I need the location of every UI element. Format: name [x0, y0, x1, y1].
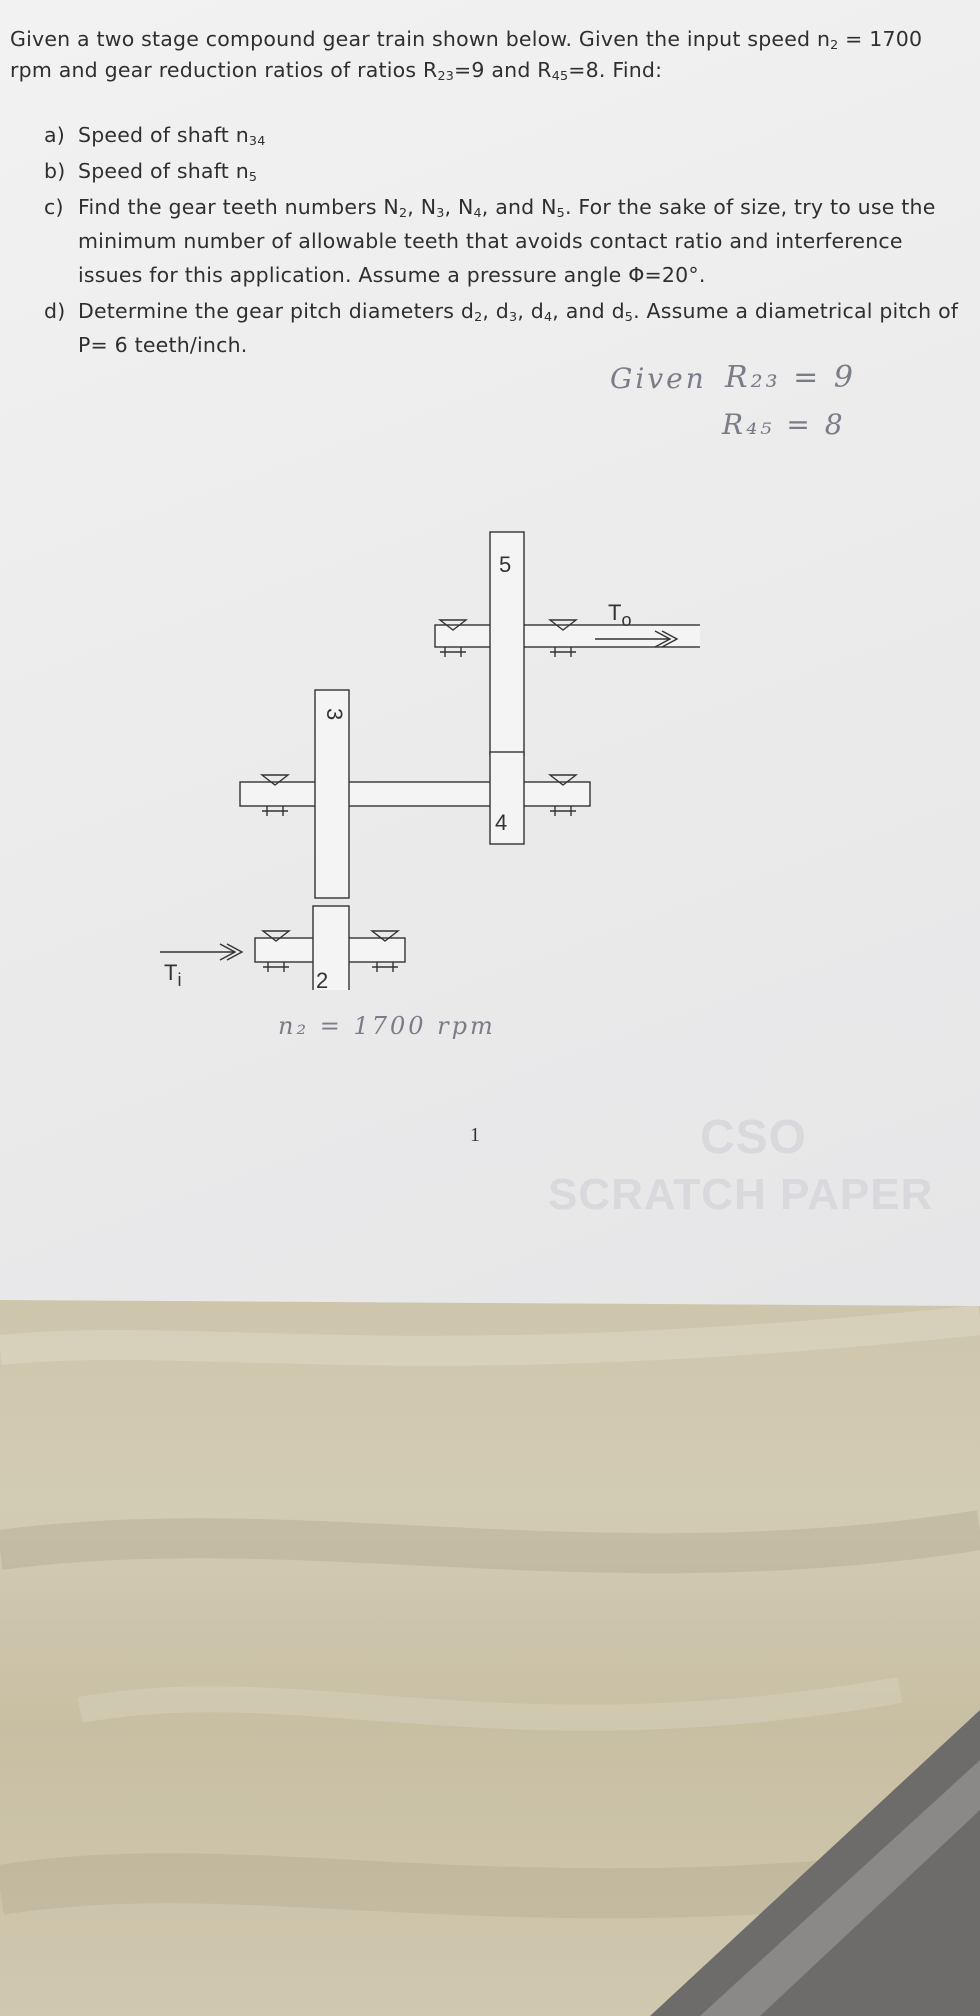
part-sub: 3	[436, 205, 445, 221]
part-text: Speed of shaft n	[78, 159, 249, 183]
gear-label-3: 3	[322, 708, 347, 720]
intro-sub-n2: 2	[830, 37, 839, 53]
bearing-icon	[369, 930, 401, 972]
part-sub: 5	[624, 309, 634, 325]
handwritten-given: Given	[610, 362, 707, 395]
part-sub: 4	[473, 205, 482, 221]
intro-text-4: =8. Find:	[568, 58, 663, 82]
part-text: . For the sake of size, try to use the m…	[78, 195, 936, 287]
question-part-b: b) Speed of shaft n5	[44, 154, 964, 188]
page-number: 1	[470, 1124, 480, 1146]
part-marker: d)	[44, 299, 66, 323]
gear-label-5: 5	[499, 552, 511, 577]
handwritten-r45: R₄₅ = 8	[722, 408, 846, 441]
question-parts-list: a) Speed of shaft n34 b) Speed of shaft …	[44, 118, 964, 364]
handwritten-n2-speed: n₂ = 1700 rpm	[278, 1012, 496, 1040]
part-sub: 2	[474, 309, 483, 325]
part-marker: a)	[44, 123, 65, 147]
gear-train-diagram: 5 3 4 2 To Ti	[160, 531, 700, 990]
question-part-d: d) Determine the gear pitch diameters d2…	[44, 294, 964, 362]
bearing-icon	[437, 619, 469, 657]
watermark-line-2: SCRATCH PAPER	[548, 1170, 934, 1219]
input-torque-label: Ti	[164, 960, 181, 990]
part-marker: b)	[44, 159, 66, 183]
worksheet-page: Given a two stage compound gear train sh…	[0, 0, 980, 1306]
part-text: Find the gear teeth numbers N	[78, 195, 399, 219]
part-text: Determine the gear pitch diameters d	[78, 299, 475, 323]
part-text: Speed of shaft n	[78, 123, 249, 147]
fabric-folds	[0, 1305, 980, 2016]
question-part-a: a) Speed of shaft n34	[44, 118, 964, 152]
part-text: . Assume a diametrical pitch of P= 6 tee…	[78, 299, 959, 357]
intro-text-1: Given a two stage compound gear train sh…	[10, 27, 831, 51]
intro-sub-r45: 45	[551, 68, 569, 84]
part-text: , and N	[481, 195, 557, 219]
gear-label-4: 4	[495, 810, 507, 835]
intro-text-2: = 1700 rpm and gear reduction ratios of …	[10, 27, 923, 82]
part-text: , and d	[552, 299, 625, 323]
bearing-icon	[547, 619, 579, 657]
gear-3	[314, 689, 350, 899]
part-text: , N	[407, 195, 437, 219]
gear-2	[312, 905, 350, 990]
countershaft	[239, 781, 591, 807]
part-text: , d	[482, 299, 510, 323]
bearing-icon	[260, 930, 292, 972]
gear-label-2: 2	[316, 968, 328, 990]
question-part-c: c) Find the gear teeth numbers N2, N3, N…	[44, 190, 964, 292]
part-text: , d	[517, 299, 544, 323]
bearing-icon	[259, 774, 291, 816]
part-sub: 5	[556, 205, 565, 221]
part-sub: 2	[398, 205, 408, 221]
intro-text-3: =9 and R	[454, 58, 552, 82]
part-marker: c)	[44, 195, 64, 219]
bearing-icon	[547, 774, 579, 816]
output-torque-label: To	[608, 600, 631, 630]
problem-statement: Given a two stage compound gear train sh…	[10, 24, 970, 86]
part-sub: 5	[248, 169, 258, 185]
handwritten-r23: R₂₃ = 9	[725, 360, 856, 395]
part-sub: 3	[509, 309, 518, 325]
intro-sub-r23: 23	[437, 68, 455, 84]
part-sub: 4	[543, 309, 553, 325]
watermark-line-1: CSO	[700, 1111, 808, 1164]
gear-4	[489, 751, 525, 845]
part-sub: 34	[248, 133, 266, 149]
part-text: , N	[444, 195, 474, 219]
